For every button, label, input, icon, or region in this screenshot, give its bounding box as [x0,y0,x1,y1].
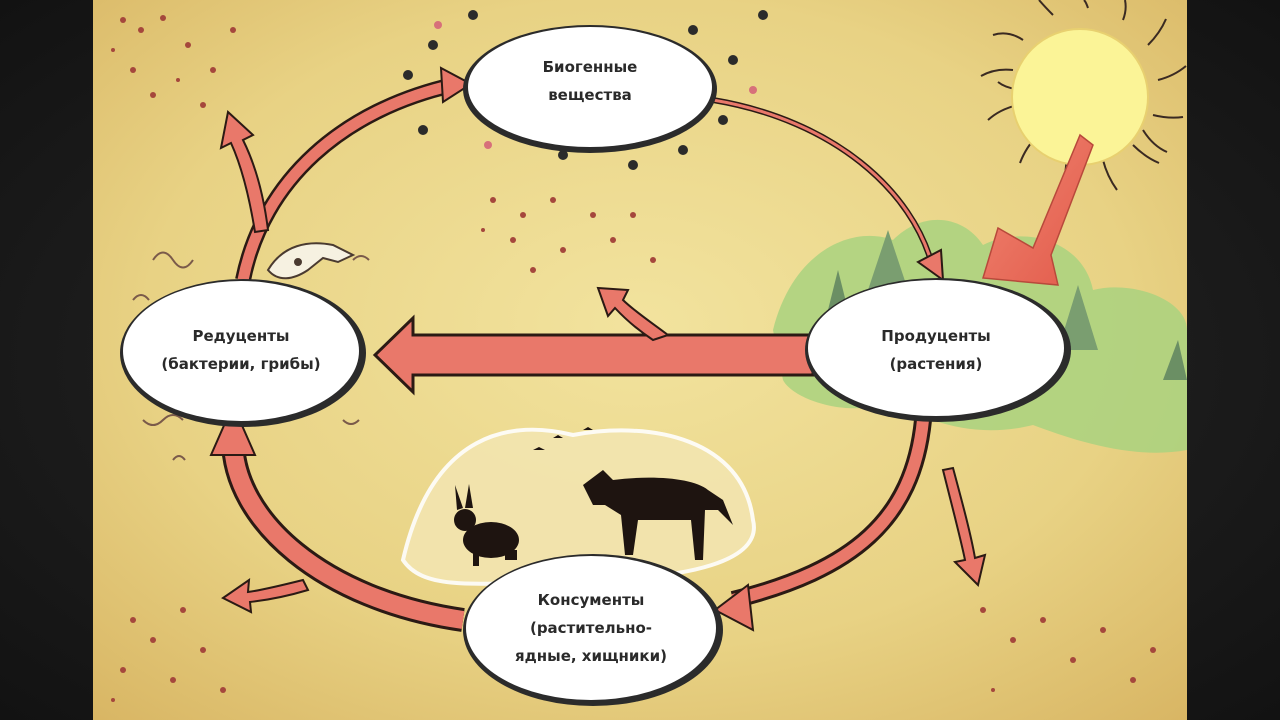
branch-arrow-consumers [221,577,310,614]
nutrient-particles-icon [111,10,1156,702]
cycle-ring [221,77,936,632]
animal-skull-icon [266,242,356,280]
consumers-scene [400,427,756,586]
diagram-panel: Биогенные вещества Продуценты (растения)… [93,0,1187,720]
node-producers-line1: Продуценты [881,327,990,345]
sun-icon [980,0,1187,191]
node-biogenic: Биогенные вещества [463,25,717,153]
node-reducers-line2: (бактерии, грибы) [161,355,320,373]
sunlight-arrow [982,133,1094,286]
node-biogenic-line2: вещества [548,86,632,104]
node-consumers-line3: ядные, хищники) [515,647,667,665]
ecosystem-cycle-diagram: Биогенные вещества Продуценты (растения)… [93,0,1187,720]
node-producers: Продуценты (растения) [805,278,1071,422]
node-biogenic-line1: Биогенные [543,58,638,76]
node-consumers-line2: (растительно- [530,619,652,637]
branch-arrow-reducers [219,110,270,234]
producers-to-reducers-arrow [372,314,815,396]
node-reducers: Редуценты (бактерии, грибы) [120,279,366,427]
wolf-icon [583,470,733,560]
branch-arrow-up [596,286,671,342]
node-consumers-line1: Консументы [538,591,645,609]
node-reducers-line1: Редуценты [193,327,290,345]
decay-squiggles [132,251,370,461]
node-consumers: Консументы (растительно- ядные, хищники) [463,554,723,706]
hare-icon [454,484,519,566]
branch-arrow-producers [941,466,987,587]
node-producers-line2: (растения) [890,355,983,373]
cycle-arrowheads [209,66,945,632]
